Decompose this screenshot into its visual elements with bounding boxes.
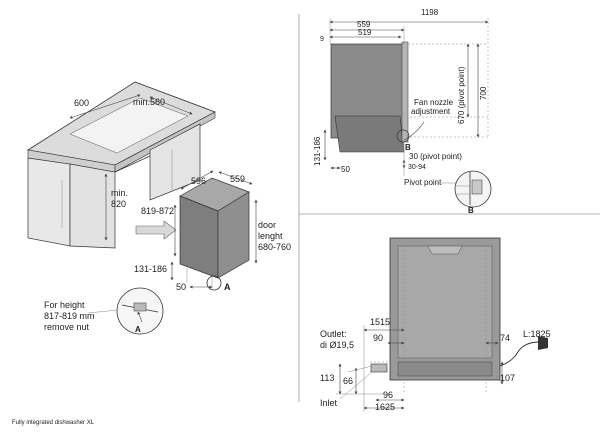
- adjustable-height-label: 819-872: [141, 206, 174, 216]
- drawing-caption: Fully integrated dishwasher XL: [12, 420, 95, 426]
- height-note-line-1: For height: [44, 300, 85, 310]
- pivot-30-label: 30 (pivot point): [409, 152, 462, 161]
- power-plug-icon: [538, 336, 548, 350]
- plinth-height-label: 131-186: [134, 264, 167, 274]
- dim-96-label: 96: [383, 390, 393, 400]
- fan-nozzle-label-2: adjustment: [411, 107, 451, 116]
- door-length-label-1: door: [258, 220, 276, 230]
- side-view: 1198 559 519 9 700 670 (pivot point) Fan…: [313, 8, 492, 215]
- fan-nozzle-label-1: Fan nozzle: [414, 98, 454, 107]
- height-note-line-2: 817-819 mm: [44, 311, 95, 321]
- pivot-b-marker: [396, 129, 410, 143]
- pivot-point-label: Pivot point: [404, 178, 442, 187]
- unit-width-label: 596: [191, 176, 206, 186]
- inlet-connector-icon: [370, 363, 388, 373]
- dishwasher-unit: [179, 177, 250, 288]
- outlet-label-1: Outlet:: [320, 329, 347, 339]
- cabinet-min-height-label-1: min.: [111, 188, 128, 198]
- cable-length-label: L:1825: [523, 329, 551, 339]
- dim-66-label: 66: [343, 376, 353, 386]
- range-30-94-label: 30-94: [408, 164, 426, 171]
- outlet-label-2: di Ø19,5: [320, 340, 354, 350]
- depth-559-label: 559: [357, 20, 371, 29]
- offset-9-label: 9: [320, 36, 324, 43]
- door-panel: [401, 41, 409, 143]
- detail-a-letter: A: [224, 282, 231, 292]
- dim-107-label: 107: [500, 373, 515, 383]
- unit-depth-label: 559: [230, 174, 245, 184]
- height-670-label: 670 (pivot point): [457, 66, 466, 124]
- foot-depth-label: 50: [176, 282, 186, 292]
- pivot-b-letter: B: [405, 143, 411, 152]
- dim-74-label: 74: [500, 333, 510, 343]
- power-cable: [499, 341, 541, 367]
- side-foot-label: 50: [341, 165, 350, 174]
- height-note-line-3: remove nut: [44, 322, 90, 332]
- door-length-label-3: 680-760: [258, 242, 291, 252]
- dim-1625-label: 1625: [375, 402, 395, 412]
- inlet-label: Inlet: [320, 398, 338, 408]
- dim-113-label: 113: [320, 373, 334, 383]
- detail-a-note-letter: A: [135, 325, 141, 334]
- insert-direction-arrow-icon: [135, 220, 177, 240]
- total-depth-label: 1198: [421, 8, 439, 17]
- door-length-label-2: lenght: [258, 231, 283, 241]
- detail-a-marker: [206, 275, 222, 291]
- dim-1515-label: 1515: [370, 317, 390, 327]
- side-plinth-label: 131-186: [313, 136, 322, 166]
- height-700-label: 700: [479, 86, 488, 100]
- cabinet-min-height-label-2: 820: [111, 199, 126, 209]
- cabinet-depth-label: min.560: [133, 97, 165, 107]
- isometric-view: 600 min.560 min. 820 819-872 596 559 doo…: [26, 81, 291, 335]
- detail-b-letter: B: [468, 206, 474, 215]
- depth-519-label: 519: [358, 28, 372, 37]
- back-view: Outlet: di Ø19,5 1515 90 74 L:1825 113 6…: [320, 237, 551, 412]
- dim-90-label: 90: [373, 333, 383, 343]
- cabinet-width-label: 600: [74, 98, 89, 108]
